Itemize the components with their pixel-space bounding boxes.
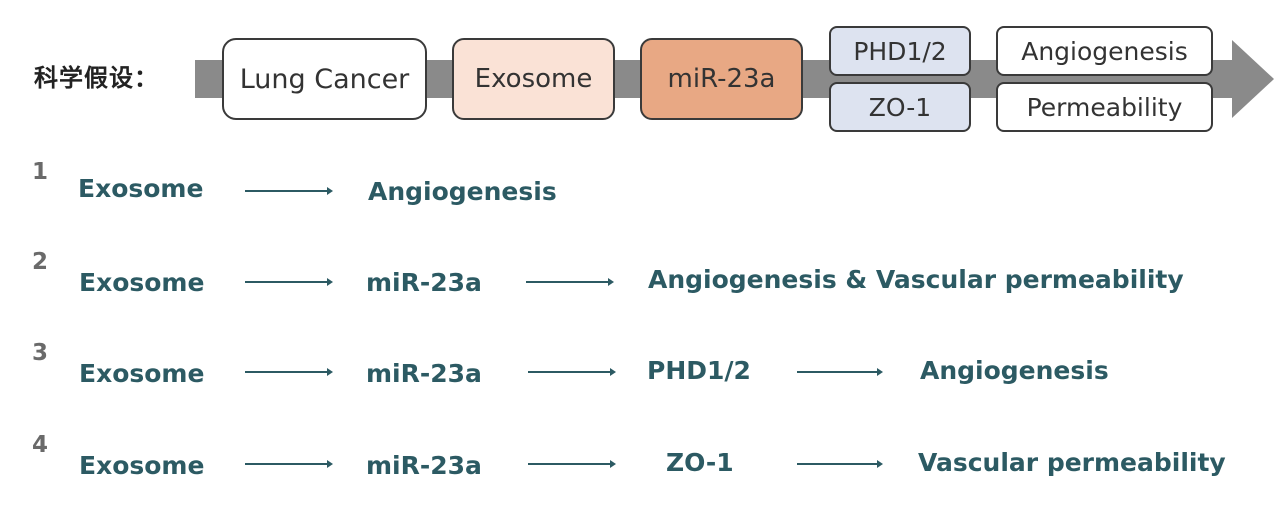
mirna-box: miR-23a xyxy=(640,38,803,120)
hypothesis-1-number: 1 xyxy=(32,159,49,185)
pathway-arrow-head xyxy=(1232,40,1274,118)
hypothesis-2-node-2: miR-23a xyxy=(366,268,482,297)
hypothesis-4-arrow-1 xyxy=(245,460,333,468)
hypothesis-2-arrow-1 xyxy=(245,278,333,286)
hypothesis-heading: 科学假设： xyxy=(34,64,159,92)
hypothesis-4-node-1: Exosome xyxy=(79,451,205,480)
hypothesis-1-arrow-1 xyxy=(245,187,333,195)
lung-cancer-box: Lung Cancer xyxy=(222,38,427,120)
hypothesis-3-node-2: miR-23a xyxy=(366,359,482,388)
hypothesis-3-arrow-3 xyxy=(797,368,883,376)
hypothesis-2-number: 2 xyxy=(32,249,49,275)
angiogenesis-box: Angiogenesis xyxy=(996,26,1213,76)
hypothesis-2-arrow-2 xyxy=(526,278,614,286)
hypothesis-1-node-1: Exosome xyxy=(78,174,204,203)
hypothesis-3-arrow-1 xyxy=(245,368,333,376)
hypothesis-3-arrow-2 xyxy=(528,368,616,376)
exosome-box: Exosome xyxy=(452,38,615,120)
phd-box: PHD1/2 xyxy=(829,26,971,76)
hypothesis-4-node-2: miR-23a xyxy=(366,451,482,480)
hypothesis-1-node-2: Angiogenesis xyxy=(368,177,557,206)
hypothesis-4-node-3: ZO-1 xyxy=(666,448,734,477)
hypothesis-3-node-4: Angiogenesis xyxy=(920,356,1109,385)
hypothesis-3-node-3: PHD1/2 xyxy=(647,356,751,385)
hypothesis-3-node-1: Exosome xyxy=(79,359,205,388)
zo1-box: ZO-1 xyxy=(829,82,971,132)
hypothesis-4-arrow-2 xyxy=(528,460,616,468)
hypothesis-2-node-3: Angiogenesis & Vascular permeability xyxy=(648,265,1184,294)
hypothesis-4-node-4: Vascular permeability xyxy=(918,448,1226,477)
hypothesis-4-arrow-3 xyxy=(797,460,883,468)
permeability-box: Permeability xyxy=(996,82,1213,132)
hypothesis-3-number: 3 xyxy=(32,340,49,366)
hypothesis-4-number: 4 xyxy=(32,432,49,458)
hypothesis-2-node-1: Exosome xyxy=(79,268,205,297)
